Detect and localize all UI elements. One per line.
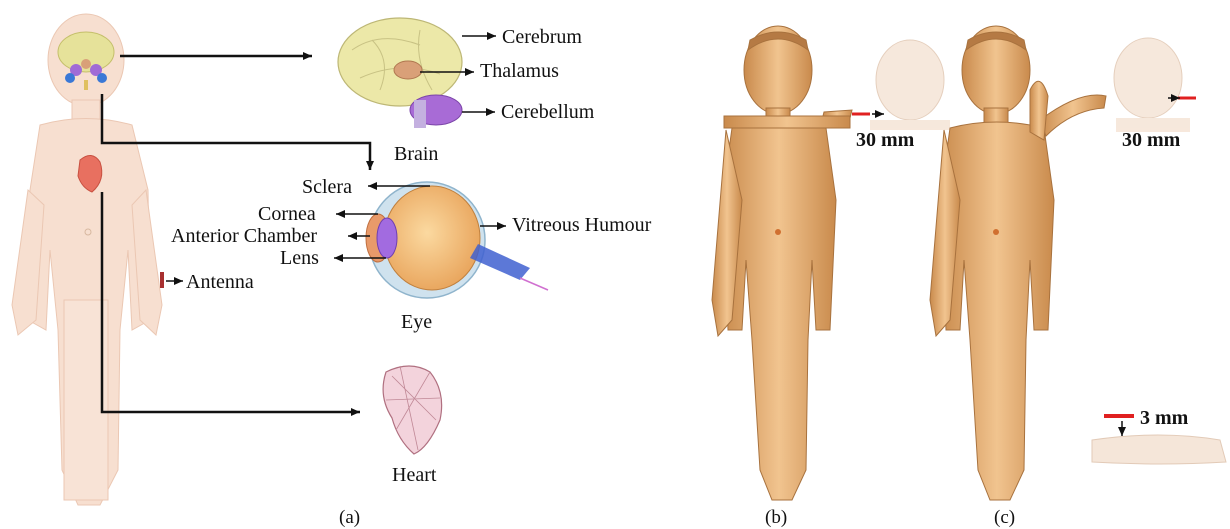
caption-b: (b) bbox=[765, 508, 787, 527]
label-heart: Heart bbox=[392, 465, 436, 485]
label-thalamus: Thalamus bbox=[480, 61, 559, 81]
brain-model bbox=[338, 18, 462, 128]
thalamus-shape bbox=[394, 61, 422, 79]
navel-c bbox=[993, 229, 999, 235]
wrist-distance-label-c: 3 mm bbox=[1140, 408, 1188, 428]
antenna-marker bbox=[160, 272, 164, 288]
label-vitreous-humour: Vitreous Humour bbox=[512, 215, 651, 235]
inset-head-b bbox=[870, 40, 950, 130]
child-model-b bbox=[712, 26, 852, 500]
label-antenna: Antenna bbox=[186, 272, 254, 292]
eye-model bbox=[366, 182, 548, 298]
label-sclera: Sclera bbox=[302, 177, 352, 197]
caption-c: (c) bbox=[994, 508, 1015, 527]
navel-b bbox=[775, 229, 781, 235]
label-anterior-chamber: Anterior Chamber bbox=[171, 226, 317, 246]
distance-label-b: 30 mm bbox=[856, 130, 914, 150]
child-model-c bbox=[930, 26, 1106, 500]
label-cornea: Cornea bbox=[258, 204, 316, 224]
caption-a: (a) bbox=[339, 508, 360, 527]
label-eye: Eye bbox=[401, 312, 432, 332]
inset-wrist-c bbox=[1092, 435, 1226, 464]
label-lens: Lens bbox=[280, 248, 319, 268]
label-brain: Brain bbox=[394, 144, 438, 164]
distance-label-c: 30 mm bbox=[1122, 130, 1180, 150]
label-cerebrum: Cerebrum bbox=[502, 27, 582, 47]
inset-head-c bbox=[1114, 38, 1190, 132]
label-cerebellum: Cerebellum bbox=[501, 102, 594, 122]
brain-highlight bbox=[58, 32, 114, 90]
heart-model bbox=[383, 366, 442, 454]
lens-shape bbox=[377, 218, 397, 258]
